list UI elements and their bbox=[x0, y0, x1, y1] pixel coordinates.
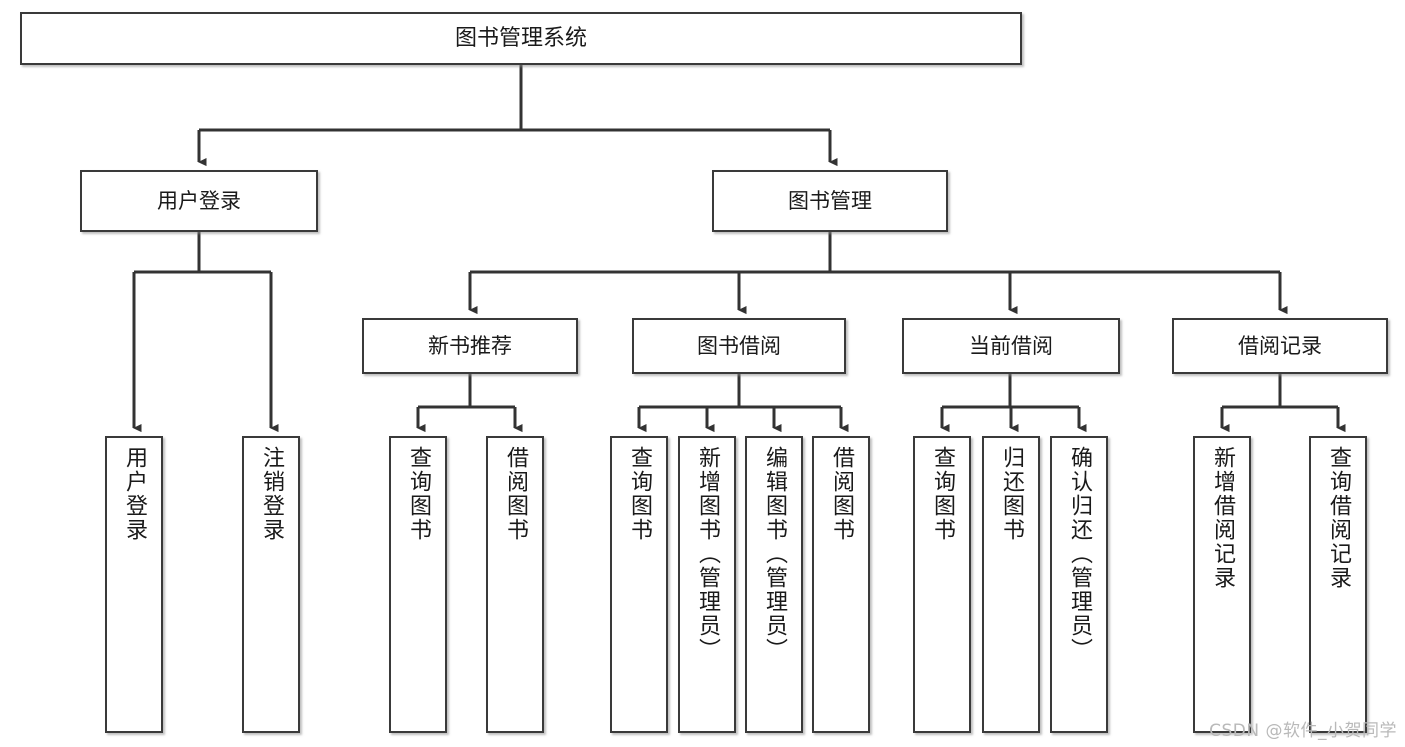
node-label: 查询借阅记录 bbox=[1326, 446, 1351, 590]
node-label: 图书管理系统 bbox=[454, 25, 587, 51]
node-leaf-confirm-return-admin[interactable]: 确认归还（管理员） bbox=[1050, 436, 1108, 733]
node-label: 新书推荐 bbox=[428, 333, 512, 358]
node-borrow-record[interactable]: 借阅记录 bbox=[1172, 318, 1388, 374]
node-leaf-borrow-book-recommend[interactable]: 借阅图书 bbox=[486, 436, 544, 733]
node-leaf-return-book[interactable]: 归还图书 bbox=[982, 436, 1040, 733]
node-book-borrow[interactable]: 图书借阅 bbox=[632, 318, 846, 374]
node-label: 图书管理 bbox=[788, 188, 872, 213]
node-root-book-management-system[interactable]: 图书管理系统 bbox=[20, 12, 1022, 65]
node-label: 归还图书 bbox=[999, 446, 1024, 542]
node-label: 借阅图书 bbox=[503, 446, 528, 542]
node-book-manage[interactable]: 图书管理 bbox=[712, 170, 948, 232]
node-leaf-logout-login[interactable]: 注销登录 bbox=[242, 436, 300, 733]
node-leaf-query-book-current[interactable]: 查询图书 bbox=[913, 436, 971, 733]
node-user-login[interactable]: 用户登录 bbox=[80, 170, 318, 232]
node-label: 查询图书 bbox=[406, 446, 431, 542]
node-leaf-query-borrow-record[interactable]: 查询借阅记录 bbox=[1309, 436, 1367, 733]
node-label: 查询图书 bbox=[930, 446, 955, 542]
node-leaf-edit-book-admin[interactable]: 编辑图书（管理员） bbox=[745, 436, 803, 733]
node-new-book-recommend[interactable]: 新书推荐 bbox=[362, 318, 578, 374]
node-label: 确认归还（管理员） bbox=[1067, 446, 1092, 662]
node-label: 用户登录 bbox=[122, 446, 147, 542]
node-label: 新增借阅记录 bbox=[1210, 446, 1235, 590]
node-leaf-add-book-admin[interactable]: 新增图书（管理员） bbox=[678, 436, 736, 733]
node-leaf-borrow-book[interactable]: 借阅图书 bbox=[812, 436, 870, 733]
node-label: 新增图书（管理员） bbox=[695, 446, 720, 662]
csdn-watermark: CSDN @软件_小贺同学 bbox=[1209, 721, 1397, 741]
node-label: 编辑图书（管理员） bbox=[762, 446, 787, 662]
node-label: 借阅记录 bbox=[1238, 333, 1322, 358]
node-leaf-add-borrow-record[interactable]: 新增借阅记录 bbox=[1193, 436, 1251, 733]
node-label: 查询图书 bbox=[627, 446, 652, 542]
node-label: 借阅图书 bbox=[829, 446, 854, 542]
node-current-borrow[interactable]: 当前借阅 bbox=[902, 318, 1120, 374]
node-leaf-query-book-borrow[interactable]: 查询图书 bbox=[610, 436, 668, 733]
node-leaf-query-book-recommend[interactable]: 查询图书 bbox=[389, 436, 447, 733]
node-label: 图书借阅 bbox=[697, 333, 781, 358]
node-label: 注销登录 bbox=[259, 446, 284, 542]
node-label: 当前借阅 bbox=[969, 333, 1053, 358]
node-label: 用户登录 bbox=[157, 188, 241, 213]
node-leaf-user-login[interactable]: 用户登录 bbox=[105, 436, 163, 733]
